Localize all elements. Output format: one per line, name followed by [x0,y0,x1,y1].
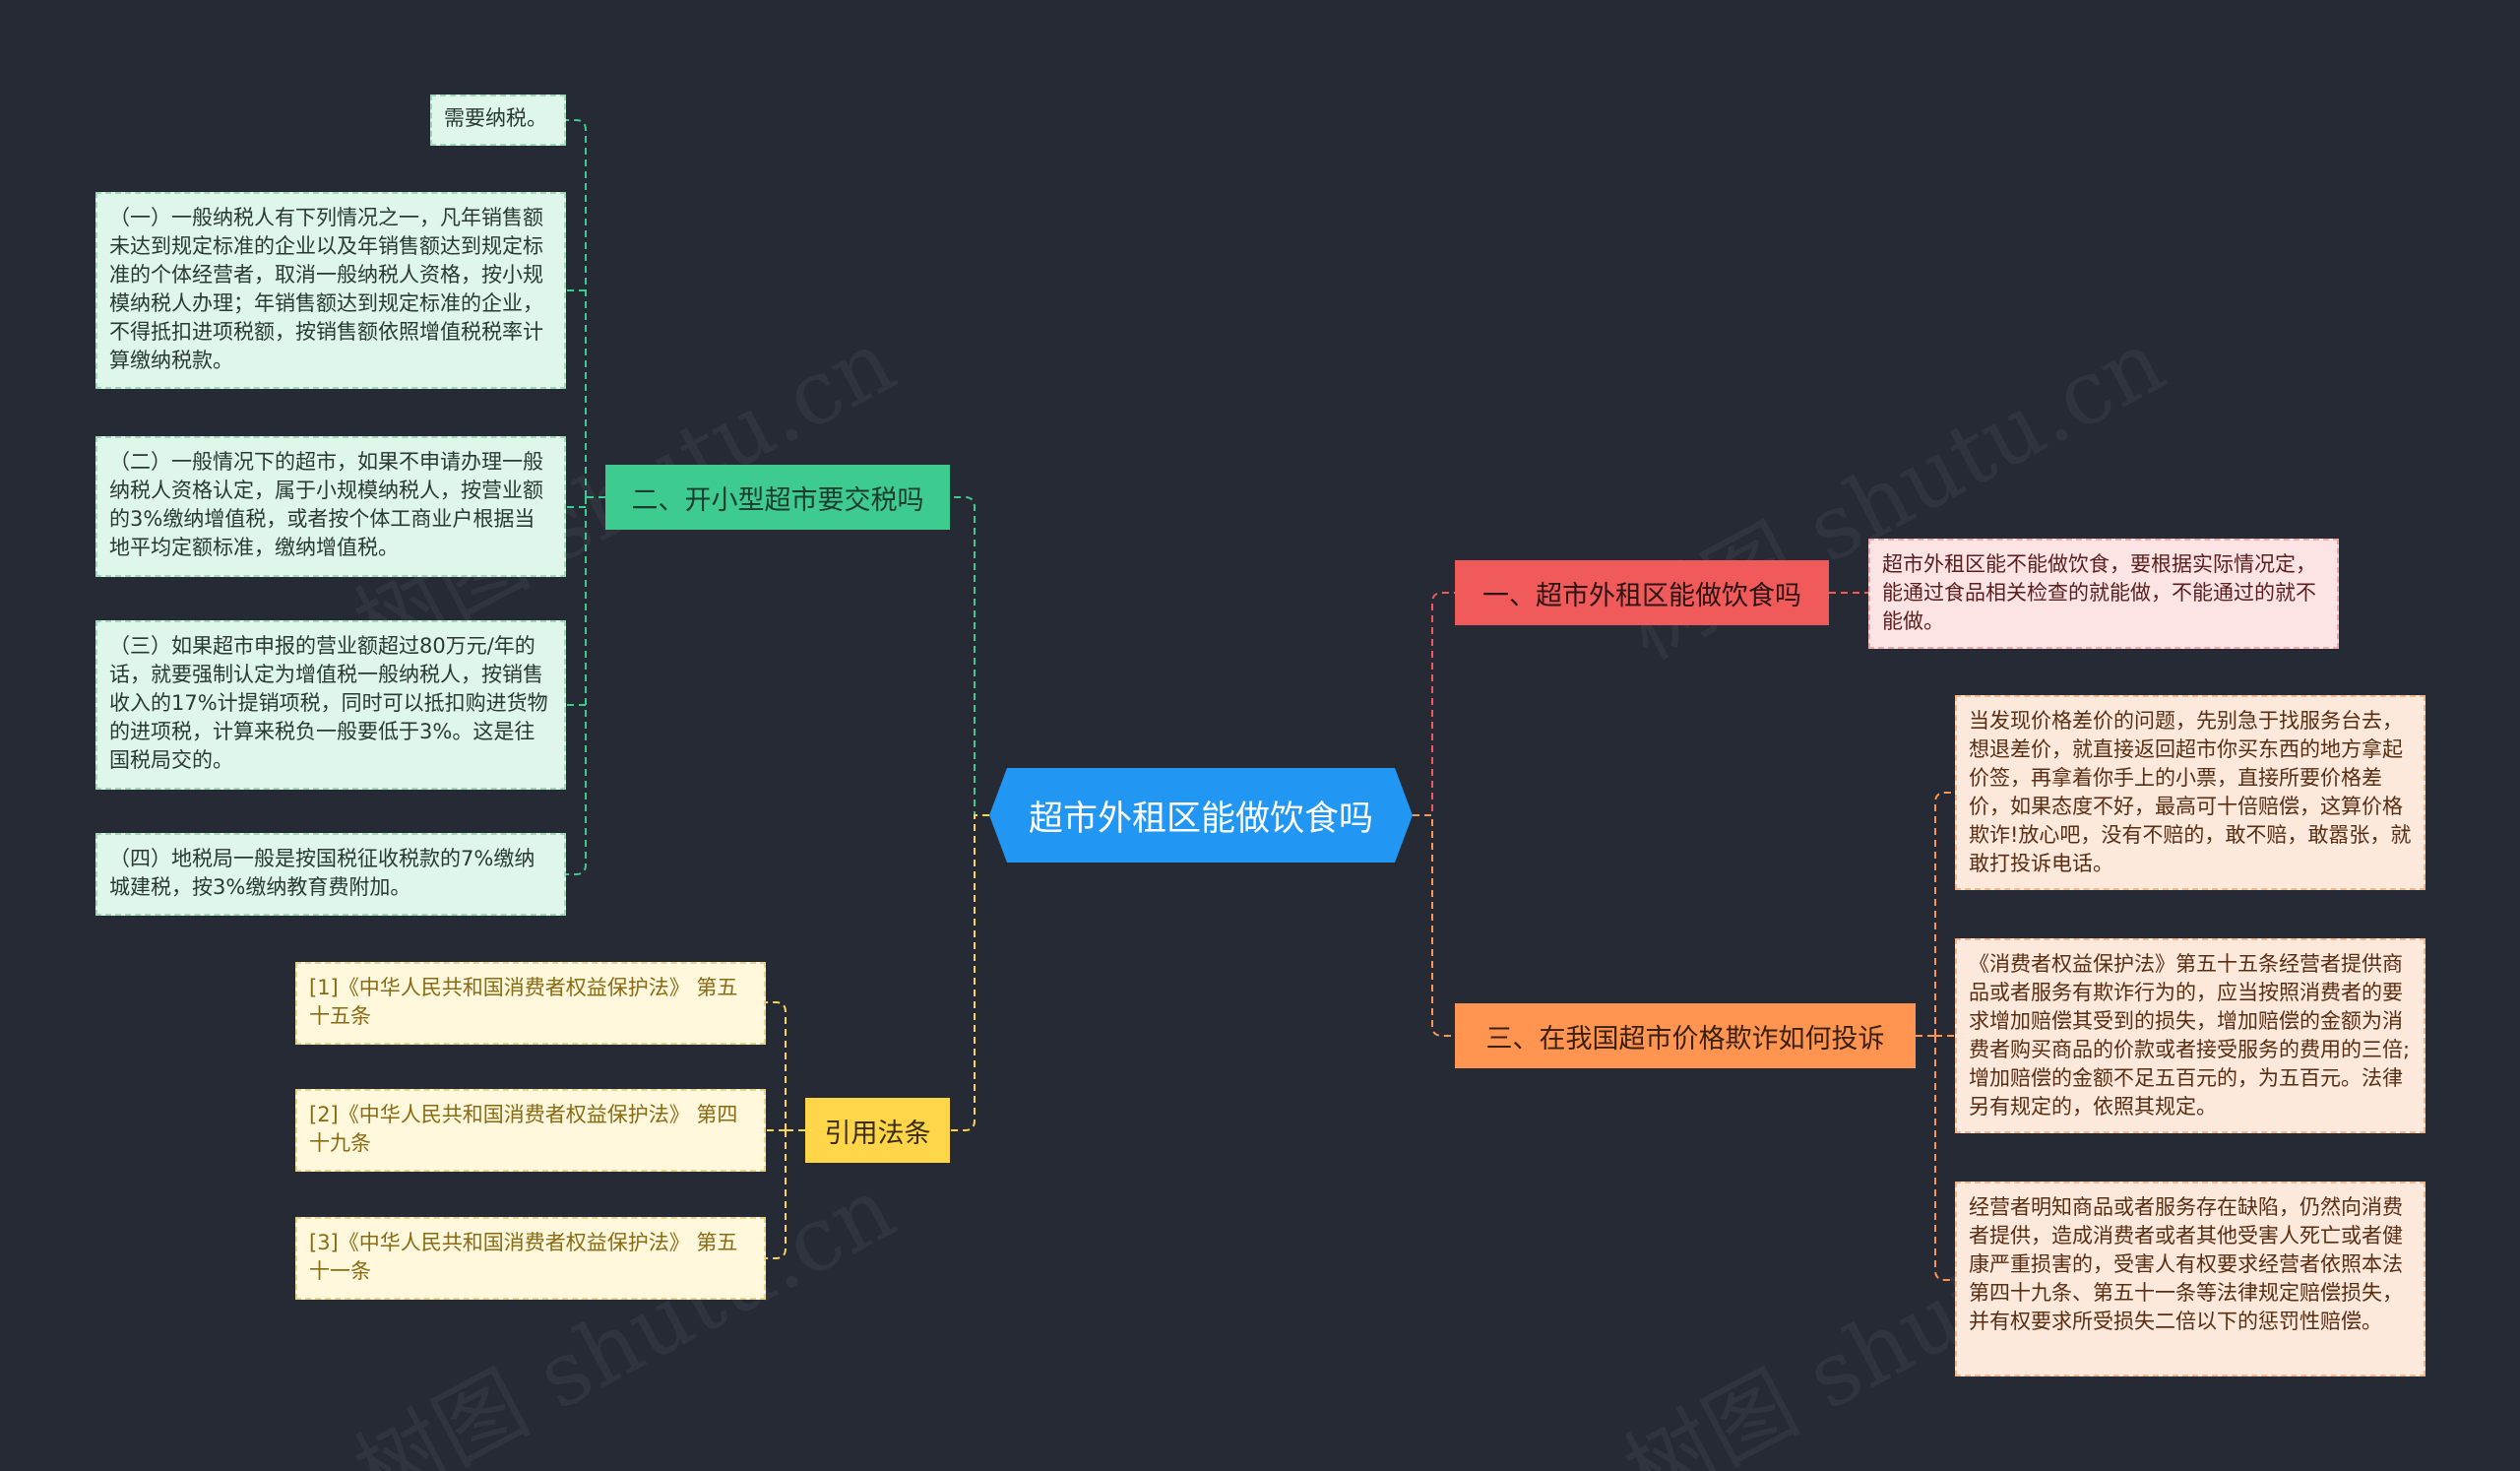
connector-complaint-leaf-2 [1934,1036,1955,1281]
branch-law[interactable]: 引用法条 [805,1098,950,1163]
connector-center-food [1413,592,1455,816]
connector-law-leaf-0 [766,1001,787,1130]
complaint-leaf-1[interactable]: 《消费者权益保护法》第五十五条经营者提供商品或者服务有欺诈行为的，应当按照消费者… [1955,938,2426,1133]
food-leaf-0[interactable]: 超市外租区能不能做饮食，要根据实际情况定，能通过食品相关检查的就能做，不能通过的… [1868,539,2339,649]
connector-tax-leaf-4 [566,497,587,875]
branch-tax[interactable]: 二、开小型超市要交税吗 [605,465,950,530]
law-leaf-1[interactable]: [2]《中华人民共和国消费者权益保护法》 第四十九条 [295,1089,766,1172]
connector-center-complaint [1413,814,1455,1037]
tax-leaf-3[interactable]: （三）如果超市申报的营业额超过80万元/年的话，就要强制认定为增值税一般纳税人，… [95,620,566,790]
center-topic[interactable]: 超市外租区能做饮食吗 [989,768,1413,863]
law-leaf-2[interactable]: [3]《中华人民共和国消费者权益保护法》 第五十一条 [295,1217,766,1300]
branch-complaint[interactable]: 三、在我国超市价格欺诈如何投诉 [1455,1003,1916,1068]
connector-center-tax [950,496,989,816]
law-leaf-0[interactable]: [1]《中华人民共和国消费者权益保护法》 第五十五条 [295,962,766,1045]
complaint-leaf-2[interactable]: 经营者明知商品或者服务存在缺陷，仍然向消费者提供，造成消费者或者其他受害人死亡或… [1955,1182,2426,1376]
branch-food[interactable]: 一、超市外租区能做饮食吗 [1455,560,1829,625]
complaint-leaf-0[interactable]: 当发现价格差价的问题，先别急于找服务台去，想退差价，就直接返回超市你买东西的地方… [1955,695,2426,890]
connector-tax-leaf-0 [566,119,587,497]
tax-leaf-4[interactable]: （四）地税局一般是按国税征收税款的7%缴纳城建税，按3%缴纳教育费附加。 [95,833,566,916]
tax-leaf-0[interactable]: 需要纳税。 [430,95,566,146]
connector-law-leaf-2 [766,1130,787,1259]
connector-center-law [950,814,989,1131]
connector-complaint-leaf-0 [1934,792,1955,1036]
tax-leaf-2[interactable]: （二）一般情况下的超市，如果不申请办理一般纳税人资格认定，属于小规模纳税人，按营… [95,436,566,577]
tax-leaf-1[interactable]: （一）一般纳税人有下列情况之一，凡年销售额未达到规定标准的企业以及年销售额达到规… [95,192,566,389]
